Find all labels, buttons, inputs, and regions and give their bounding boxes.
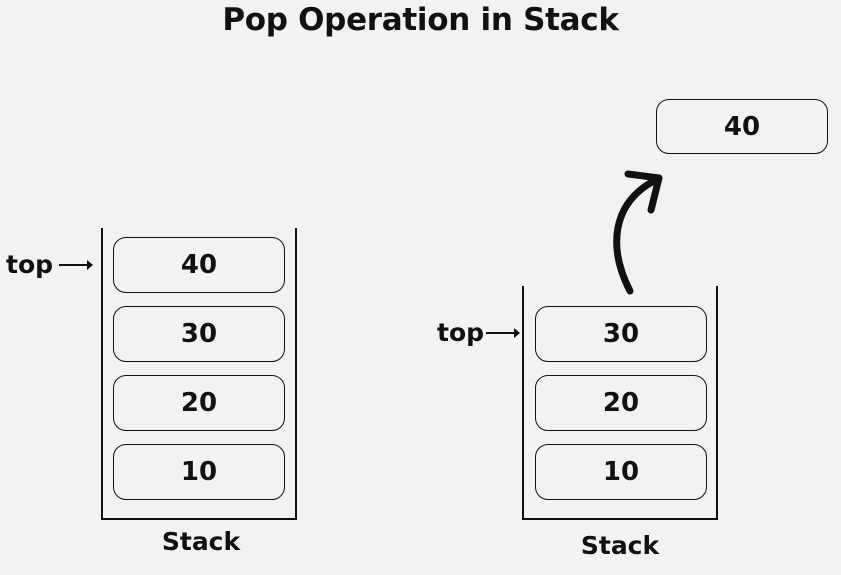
stack-item: 20 <box>113 375 285 431</box>
stack-item: 10 <box>535 444 707 500</box>
stack-item: 30 <box>535 306 707 362</box>
stack-item: 30 <box>113 306 285 362</box>
stack-label-before: Stack <box>161 527 241 556</box>
arrow-right-icon <box>486 327 521 338</box>
top-label-after: top <box>437 318 485 347</box>
popped-element: 40 <box>656 99 828 154</box>
stack-container-after <box>522 286 718 520</box>
stack-label-after: Stack <box>580 531 660 560</box>
arrow-right-icon <box>59 259 94 270</box>
top-pointer-after: top <box>437 318 521 347</box>
stack-item: 20 <box>535 375 707 431</box>
diagram-title: Pop Operation in Stack <box>222 2 619 38</box>
stack-item: 40 <box>113 237 285 293</box>
top-pointer-before: top <box>6 250 94 279</box>
top-label-before: top <box>6 250 54 279</box>
stack-item: 10 <box>113 444 285 500</box>
stack-container-before <box>101 228 297 520</box>
